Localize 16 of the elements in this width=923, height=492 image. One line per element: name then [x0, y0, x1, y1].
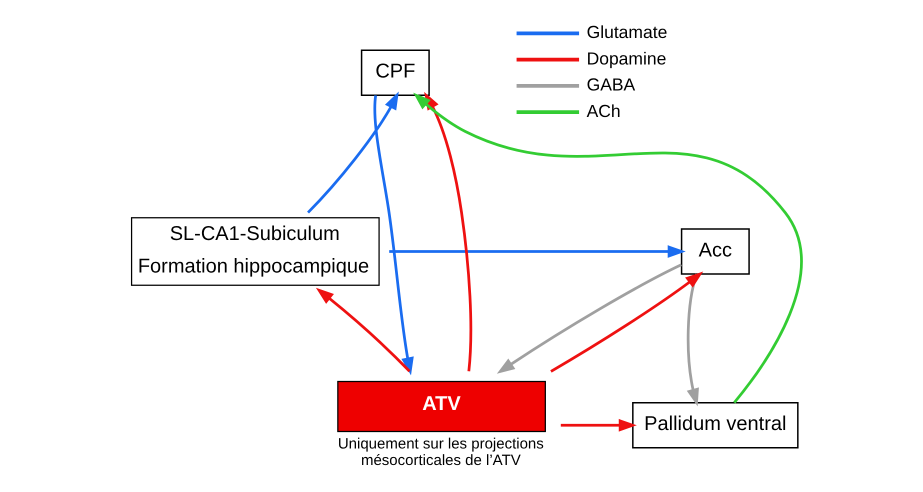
node-box: SL-CA1-Subiculum Formation hippocampique	[130, 216, 380, 286]
arrow	[496, 263, 682, 374]
arrow	[550, 271, 704, 372]
node-label: Uniquement sur les projections mésocorticales de l’ATV	[338, 435, 544, 468]
legend-label: ACh	[586, 100, 621, 120]
legend-label: Dopamine	[586, 48, 666, 68]
arrow	[307, 91, 399, 214]
node-box: CPF	[360, 49, 430, 96]
node-box: Pallidum ventral	[632, 402, 799, 448]
arrow	[316, 287, 410, 372]
arrow	[560, 418, 637, 432]
node-box: Acc	[680, 228, 750, 274]
legend-label: Glutamate	[586, 22, 668, 42]
arrow	[389, 244, 686, 258]
legend-label: GABA	[586, 74, 636, 94]
arrow	[373, 94, 414, 375]
